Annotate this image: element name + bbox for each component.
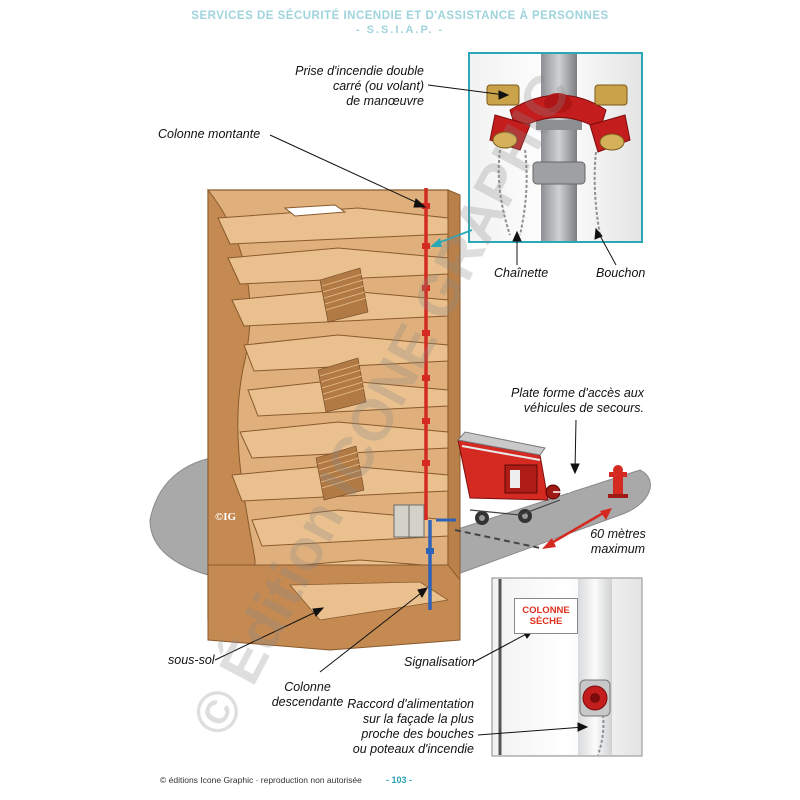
leader-lines (214, 84, 617, 736)
label-colonne-descendante: Colonne descendante (255, 680, 360, 710)
label-colonne-montante: Colonne montante (158, 127, 261, 141)
photo-double-hydrant (468, 52, 643, 243)
label-colonne-desc-line1: Colonne (284, 680, 331, 694)
label-prise-line2: carré (ou volant) (332, 79, 424, 93)
label-prise-line3: de manœuvre (346, 94, 424, 108)
fire-truck (457, 431, 570, 525)
label-raccord: Raccord d'alimentation sur la façade la … (347, 697, 474, 757)
label-metres-line2: maximum (590, 542, 646, 556)
sign-line2: SÈCHE (529, 616, 563, 627)
page-number: - 103 - (386, 775, 413, 785)
footer-copyright: © éditions Icone Graphic · reproduction … (160, 775, 362, 785)
header-subtitle: - S.S.I.A.P. - (355, 24, 445, 36)
label-signalisation: Signalisation (404, 655, 475, 669)
logo: ©IG (215, 511, 236, 523)
label-plate-line1: Plate forme d'accès aux (510, 386, 644, 400)
fire-hydrant (608, 465, 628, 498)
label-raccord-line2: sur la façade la plus (362, 712, 474, 726)
label-prise-line1: Prise d'incendie double (295, 64, 424, 78)
label-60-metres: 60 mètres maximum (583, 527, 653, 557)
label-colonne-desc-line2: descendante (271, 695, 344, 709)
sign-line1: COLONNE (522, 605, 570, 616)
header-title: SERVICES DE SÉCURITÉ INCENDIE ET D'ASSIS… (191, 10, 609, 22)
label-plate-line2: véhicules de secours. (523, 401, 644, 415)
label-metres-line1: 60 mètres (590, 527, 646, 541)
label-raccord-line1: Raccord d'alimentation (347, 697, 474, 711)
label-prise-incendie: Prise d'incendie double carré (ou volant… (295, 64, 424, 109)
label-sous-sol: sous-sol (168, 653, 215, 667)
label-raccord-line4: ou poteaux d'incendie (352, 742, 474, 756)
label-bouchon: Bouchon (596, 266, 646, 280)
label-plate-forme: Plate forme d'accès aux véhicules de sec… (511, 386, 644, 416)
colonne-seche-sign: COLONNE SÈCHE (514, 598, 578, 634)
label-raccord-line3: proche des bouches (361, 727, 474, 741)
building (207, 188, 461, 651)
label-chainette: Chaînette (494, 266, 549, 280)
distance-arrow (542, 508, 612, 549)
